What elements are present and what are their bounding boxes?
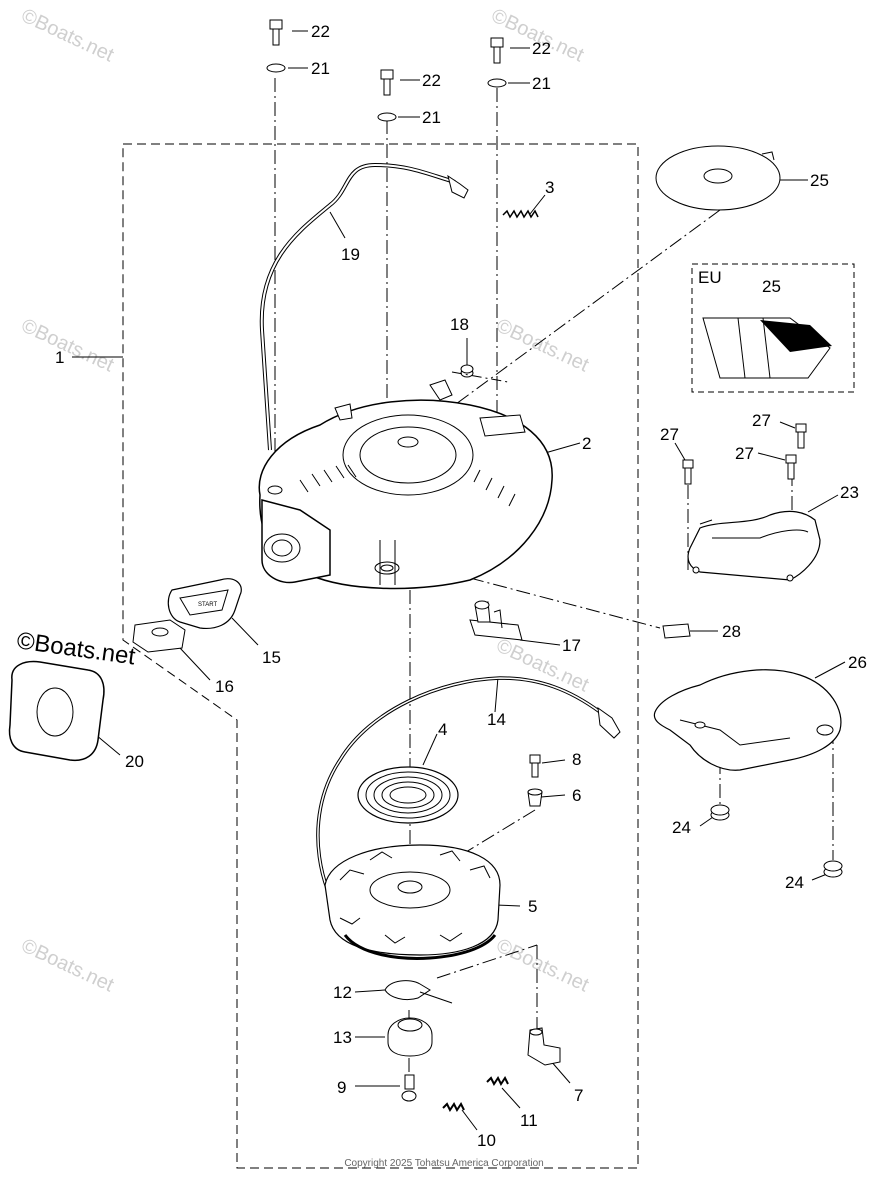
part-label-21: 21 bbox=[532, 74, 551, 93]
eu-label: EU bbox=[698, 268, 722, 287]
recoil-spring-4 bbox=[357, 766, 459, 824]
washer-21-left bbox=[266, 63, 286, 73]
watermark: ©Boats.net bbox=[493, 315, 593, 377]
bolt-22-center bbox=[380, 69, 394, 96]
screw-27-b bbox=[795, 423, 807, 449]
part-label-11: 11 bbox=[520, 1111, 538, 1130]
part-label-24: 24 bbox=[785, 873, 804, 892]
spring-3 bbox=[502, 209, 539, 219]
drive-plate-13 bbox=[387, 1017, 433, 1057]
part-label-12: 12 bbox=[333, 983, 352, 1002]
part-label-25-eu: 25 bbox=[762, 277, 781, 296]
washer-21-right bbox=[487, 78, 507, 88]
reel-5 bbox=[324, 844, 501, 960]
part-label-18: 18 bbox=[450, 315, 469, 334]
ratchet-7 bbox=[527, 1027, 561, 1066]
part-label-21: 21 bbox=[422, 108, 441, 127]
part-label-22: 22 bbox=[311, 22, 330, 41]
part-label-1: 1 bbox=[55, 348, 64, 367]
watermark: ©Boats.net bbox=[18, 315, 118, 377]
spring-10 bbox=[442, 1102, 465, 1112]
part-label-24: 24 bbox=[672, 818, 691, 837]
screw-27-a bbox=[682, 459, 694, 485]
part-label-22: 22 bbox=[532, 39, 551, 58]
grommet-24-a bbox=[710, 804, 730, 821]
grommet-24-b bbox=[823, 860, 843, 878]
starter-handle-15: START bbox=[167, 578, 242, 630]
cable-19-inner bbox=[260, 163, 456, 451]
screw-27-c bbox=[785, 454, 797, 480]
part-label-10: 10 bbox=[477, 1131, 496, 1150]
part-label-13: 13 bbox=[333, 1028, 352, 1047]
screw-8 bbox=[529, 754, 541, 778]
part-label-27: 27 bbox=[735, 444, 754, 463]
grommet-20 bbox=[8, 660, 105, 762]
part-label-23: 23 bbox=[840, 483, 859, 502]
part-label-19: 19 bbox=[341, 245, 360, 264]
part-label-8: 8 bbox=[572, 750, 581, 769]
part-label-26: 26 bbox=[848, 653, 867, 672]
starter-rope-14 bbox=[316, 676, 621, 937]
part-label-28: 28 bbox=[722, 622, 741, 641]
spring-11 bbox=[486, 1076, 509, 1086]
part-labels: 22 21 22 21 22 21 3 25 25 19 18 1 2 27 2… bbox=[55, 22, 867, 1150]
part-label-7: 7 bbox=[574, 1086, 583, 1105]
cover-26 bbox=[653, 669, 842, 771]
part-label-16: 16 bbox=[215, 677, 234, 696]
copyright-notice: Copyright 2025 Tohatsu America Corporati… bbox=[344, 1158, 543, 1169]
watermark: ©Boats.net bbox=[18, 5, 118, 67]
part-label-27: 27 bbox=[752, 411, 771, 430]
cover-23 bbox=[687, 510, 821, 582]
watermark: ©Boats.net bbox=[493, 935, 593, 997]
part-label-17: 17 bbox=[562, 636, 581, 655]
part-label-15: 15 bbox=[262, 648, 281, 667]
part-label-20: 20 bbox=[125, 752, 144, 771]
label-disc-25 bbox=[655, 145, 781, 211]
part-label-4: 4 bbox=[438, 720, 447, 739]
cable-19-end bbox=[447, 174, 469, 199]
clip-18 bbox=[451, 364, 509, 383]
collar-6 bbox=[527, 788, 543, 807]
label-28 bbox=[662, 623, 691, 639]
lever-17 bbox=[469, 600, 523, 641]
part-label-9: 9 bbox=[337, 1078, 346, 1097]
washer-21-center bbox=[377, 112, 397, 122]
part-label-21: 21 bbox=[311, 59, 330, 78]
starter-housing-2 bbox=[258, 379, 553, 590]
part-label-27: 27 bbox=[660, 425, 679, 444]
part-label-2: 2 bbox=[582, 434, 591, 453]
handle-start-text: START bbox=[198, 602, 217, 608]
screw-9 bbox=[401, 1074, 417, 1102]
part-label-5: 5 bbox=[528, 897, 537, 916]
watermark: ©Boats.net bbox=[18, 935, 118, 997]
eu-box bbox=[691, 263, 855, 393]
bolt-22-right bbox=[490, 37, 504, 64]
part-label-3: 3 bbox=[545, 178, 554, 197]
part-label-22: 22 bbox=[422, 71, 441, 90]
handle-insert-16 bbox=[132, 619, 186, 653]
bolt-22-left bbox=[269, 19, 283, 46]
part-label-14: 14 bbox=[487, 710, 506, 729]
assembly-boundary bbox=[122, 143, 639, 1169]
part-label-25: 25 bbox=[810, 171, 829, 190]
eu-label-25 bbox=[702, 317, 832, 379]
friction-plate-12 bbox=[384, 980, 453, 1004]
part-label-6: 6 bbox=[572, 786, 581, 805]
